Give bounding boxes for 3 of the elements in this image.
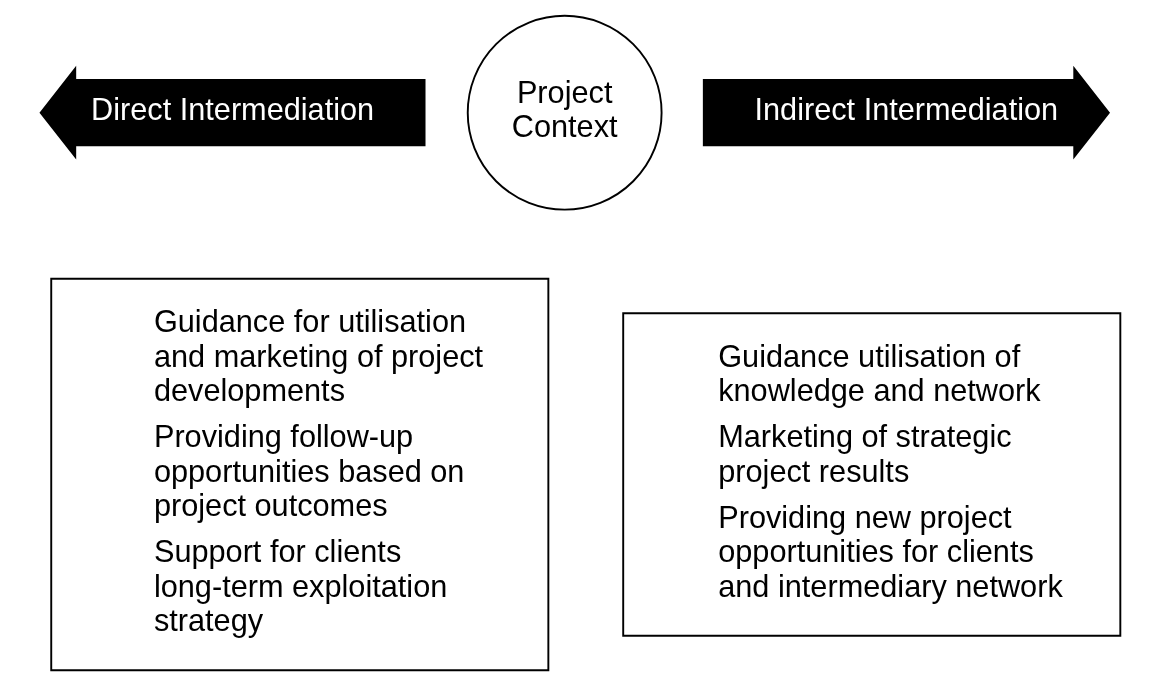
- node-box: Guidance utilisation of knowledge and network Marketing of strategic project results Providing new project opportunities for clients and intermediary network: [622, 312, 1122, 637]
- node-box: Guidance for utilisation and marketing of project developments Providing follow-up opportunities based on project outcomes Support for clients long-term exploitation strategy: [50, 277, 550, 672]
- node-circle: Project Context: [466, 14, 663, 211]
